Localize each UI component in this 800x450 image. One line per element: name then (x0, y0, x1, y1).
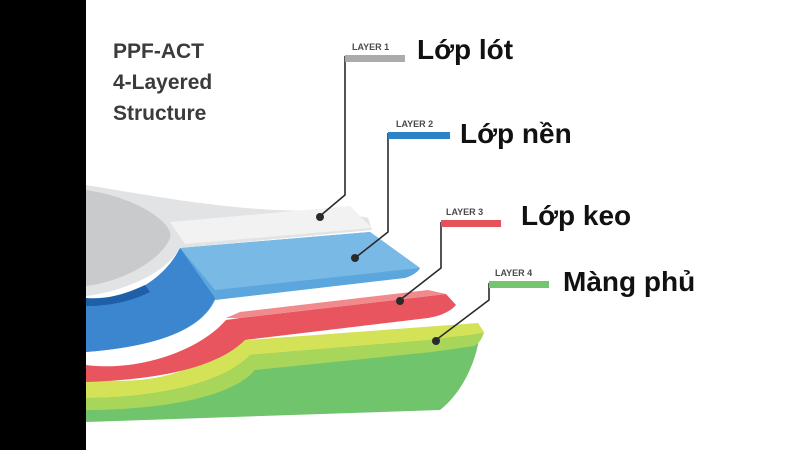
title-line-3: Structure (113, 102, 207, 125)
layer-4-name: Màng phủ (563, 266, 696, 297)
layer-4-pointer (432, 337, 440, 345)
layer-4-tag: LAYER 4 (495, 268, 533, 278)
layer-2-face (180, 232, 420, 290)
layer-2-color-bar (388, 132, 450, 139)
layer-2-name: Lớp nền (460, 118, 572, 149)
title-line-1: PPF-ACT (113, 40, 204, 63)
diagram-title: PPF-ACT 4-Layered Structure (113, 36, 212, 129)
layer-1-pointer (316, 213, 324, 221)
layer-3-pointer (396, 297, 404, 305)
title-line-2: 4-Layered (113, 71, 213, 94)
layer-2-leader (354, 133, 389, 259)
layer-2-dark-lip (86, 285, 150, 306)
layer-4-top (86, 323, 484, 398)
layer-2-front (86, 248, 215, 352)
layer-3-tag: LAYER 3 (446, 207, 484, 217)
layer-3-shape (86, 294, 456, 382)
layer-1-color-bar (345, 55, 405, 62)
layer-1-tag: LAYER 1 (352, 42, 390, 52)
layer-3-name: Lớp keo (521, 200, 632, 231)
layer-2-tag: LAYER 2 (396, 119, 434, 129)
layer-4-edge (86, 332, 484, 410)
layer-1-leader (319, 56, 346, 217)
layer-1-shadow (86, 190, 171, 286)
layer-4-color-bar (489, 281, 549, 288)
layer-3-leader (399, 222, 442, 301)
layer-2-pointer (351, 254, 359, 262)
layer-3-color-bar (441, 220, 501, 227)
layer-4-leader (435, 283, 490, 341)
layer-1-name: Lớp lót (417, 34, 514, 65)
layer-3-top (226, 290, 446, 318)
